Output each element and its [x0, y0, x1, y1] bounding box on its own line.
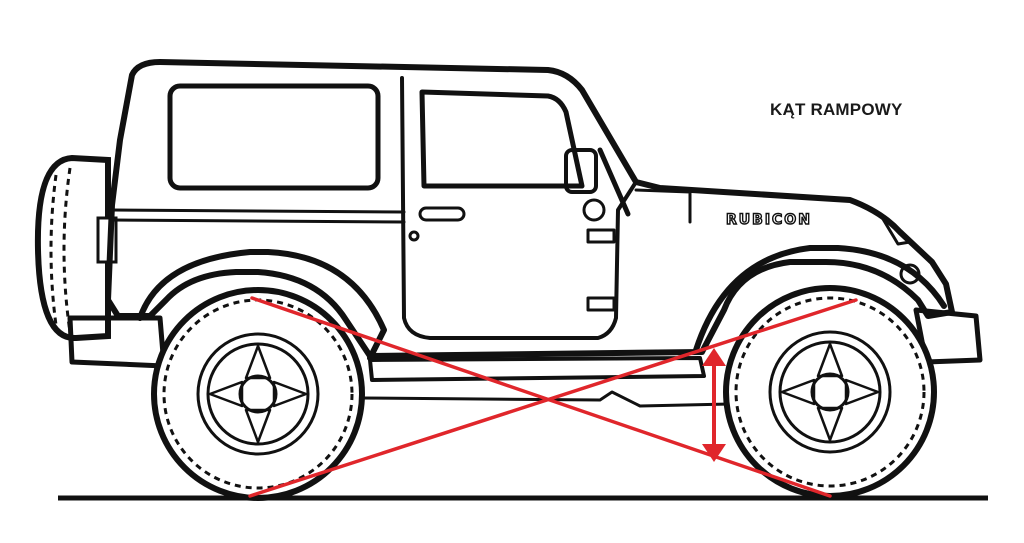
- diagram-title: KĄT RAMPOWY: [770, 100, 903, 119]
- clearance-double-arrow: [702, 348, 726, 462]
- breakover-line-rear-top-to-front-bottom: [250, 296, 832, 498]
- breakover-line-rear-bottom-to-front-top: [248, 298, 858, 498]
- front-wheel: [723, 285, 937, 499]
- vehicle-badge: RUBICON: [726, 212, 812, 228]
- rear-wheel: [151, 287, 365, 501]
- vehicle-body: [67, 59, 983, 408]
- spare-tire: [34, 154, 118, 341]
